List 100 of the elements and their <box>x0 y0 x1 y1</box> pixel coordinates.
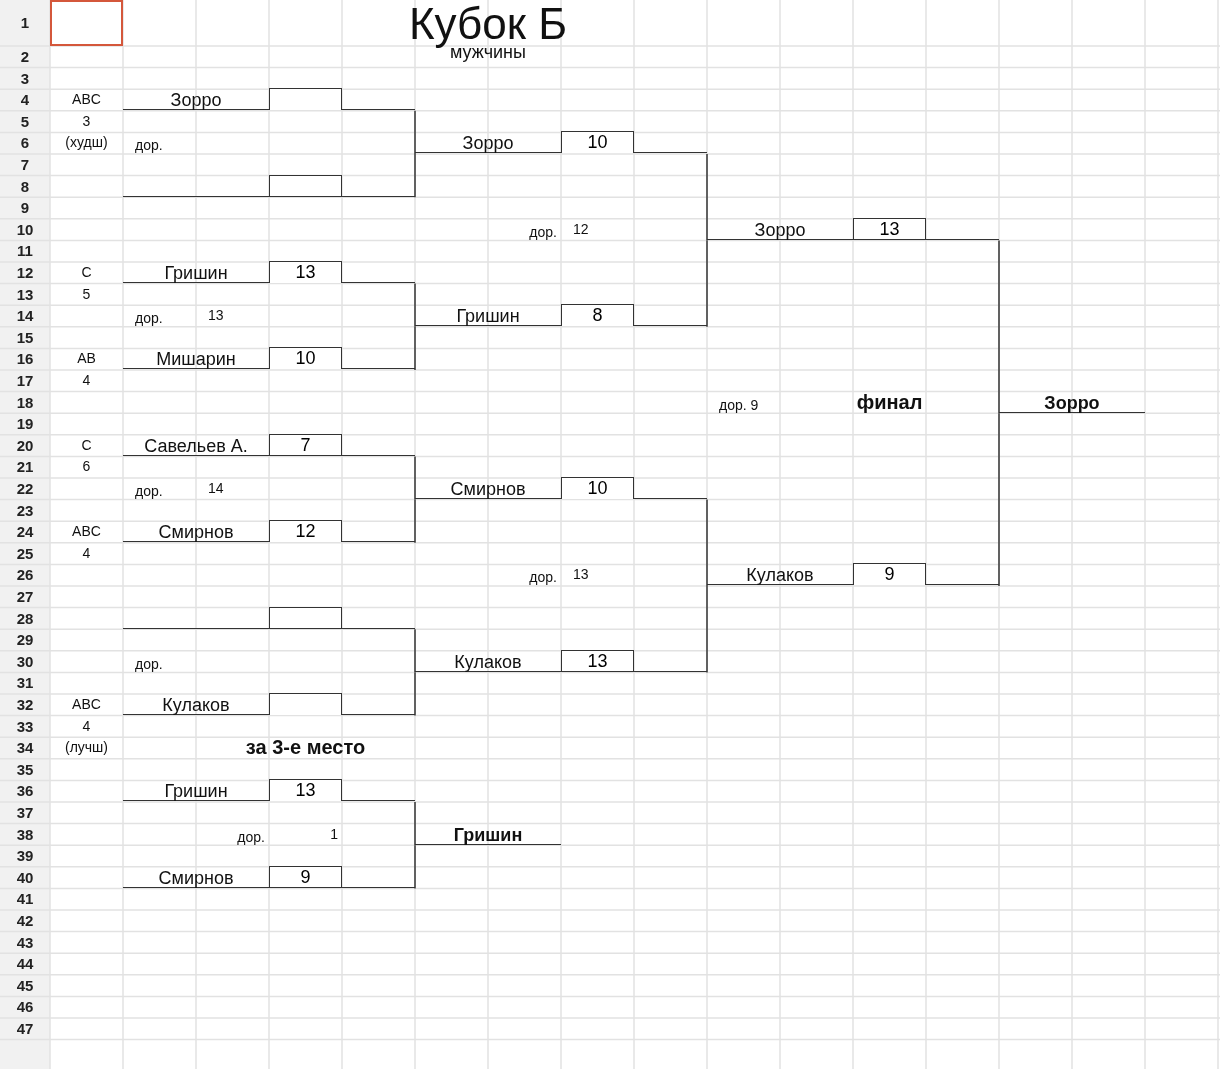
cell-text: 1 <box>329 824 339 844</box>
score-box: 8 <box>561 304 634 326</box>
cell-text: дор. <box>236 827 266 847</box>
row-number: 2 <box>19 47 31 67</box>
row-number: 21 <box>15 457 35 478</box>
cell-text: дор. 9 <box>718 395 760 415</box>
bracket-line <box>414 498 416 544</box>
bracket-slot <box>123 434 415 456</box>
bracket-line <box>706 498 708 587</box>
bracket-slot <box>123 866 415 888</box>
row-number: 31 <box>15 673 35 694</box>
score-box: 10 <box>561 477 634 499</box>
cell-text: дор. <box>134 482 164 501</box>
row-number: 29 <box>15 630 35 651</box>
cell-text: дор. <box>134 136 164 156</box>
bracket-slot <box>123 607 415 629</box>
bracket-slot <box>415 650 707 672</box>
player-name: Кулаков <box>161 695 231 715</box>
cell-text: 12 <box>572 219 590 239</box>
row-number: 47 <box>15 1019 35 1039</box>
bracket-slot <box>123 694 415 716</box>
bracket-line <box>706 239 708 328</box>
row-number: 5 <box>19 111 31 132</box>
row-number: 40 <box>15 867 35 888</box>
cell-text: 4 <box>81 543 92 563</box>
cell-text: 5 <box>81 284 92 304</box>
player-name: Зорро <box>753 219 807 240</box>
bracket-line <box>414 153 416 198</box>
cell-text: за 3-е место <box>244 737 367 759</box>
row-number: 38 <box>15 824 35 845</box>
score-box: 13 <box>269 779 342 801</box>
bracket-line <box>414 801 416 846</box>
row-number: 6 <box>19 133 31 154</box>
player-name: Смирнов <box>157 867 235 888</box>
bracket-line <box>706 585 708 674</box>
cell-text: ABC <box>71 695 102 714</box>
bracket-line <box>414 844 416 890</box>
player-name: Кулаков <box>745 565 815 586</box>
cell-text: дор. <box>528 222 558 242</box>
cell-text: 4 <box>81 371 92 390</box>
bracket-line <box>998 412 1000 587</box>
score-box: 13 <box>561 649 634 672</box>
bracket-slot <box>123 175 415 197</box>
row-number: 12 <box>15 263 35 283</box>
cell-text: дор. <box>134 654 164 674</box>
bracket-line <box>414 628 416 674</box>
player-name: Гришин <box>452 824 524 845</box>
row-number: 14 <box>15 306 35 327</box>
row-number: 9 <box>19 198 31 219</box>
bracket-slot <box>707 564 999 586</box>
score-box: 13 <box>269 261 342 283</box>
cell-text: ABC <box>71 90 102 110</box>
row-number: 42 <box>15 911 35 931</box>
player-name: Савельев А. <box>143 435 249 456</box>
player-name: Гришин <box>163 781 229 802</box>
row-number: 22 <box>15 479 35 499</box>
row-number: 37 <box>15 803 35 823</box>
bracket-line <box>414 110 416 155</box>
row-number: 46 <box>15 997 35 1018</box>
cell-text: 13 <box>572 565 590 585</box>
row-number: 35 <box>15 759 35 780</box>
row-number: 45 <box>15 975 35 996</box>
row-number: 7 <box>19 155 31 175</box>
row-number: 28 <box>15 608 35 629</box>
player-name: Кулаков <box>453 651 523 672</box>
player-name: Мишарин <box>155 349 237 370</box>
row-number: 11 <box>16 241 34 262</box>
player-name: Смирнов <box>449 479 527 499</box>
row-number: 19 <box>15 414 35 435</box>
player-name: Гришин <box>163 263 229 283</box>
row-number: 18 <box>15 392 35 413</box>
bracket-line <box>414 671 416 717</box>
bracket-line <box>998 239 1000 414</box>
bracket-slot <box>123 348 415 370</box>
row-number: 10 <box>15 219 35 240</box>
cell-text: (худш) <box>64 133 109 153</box>
cell-text: финал <box>855 391 924 414</box>
row-number: 3 <box>19 68 31 89</box>
score-box: 13 <box>853 217 926 240</box>
row-number: 25 <box>15 543 35 564</box>
bracket-slot <box>415 132 707 154</box>
bracket-slot <box>123 262 415 284</box>
bracket-line <box>414 455 416 501</box>
bracket-line <box>414 326 416 371</box>
bracket-slot <box>123 780 415 802</box>
bracket-slot <box>123 521 415 543</box>
row-number: 33 <box>15 716 35 737</box>
player-name: Гришин <box>455 306 521 327</box>
row-number: 27 <box>15 587 35 607</box>
row-number: 13 <box>15 284 35 305</box>
row-number: 23 <box>15 500 35 521</box>
bracket-line <box>414 282 416 328</box>
cell-text: AB <box>76 349 97 369</box>
row-number: 34 <box>15 738 35 759</box>
row-number: 36 <box>15 781 35 802</box>
row-number: 44 <box>15 954 35 975</box>
row-number: 24 <box>15 522 35 543</box>
cell-text: 3 <box>81 111 92 131</box>
cell-text: C <box>80 435 93 455</box>
player-name: Смирнов <box>157 522 235 543</box>
